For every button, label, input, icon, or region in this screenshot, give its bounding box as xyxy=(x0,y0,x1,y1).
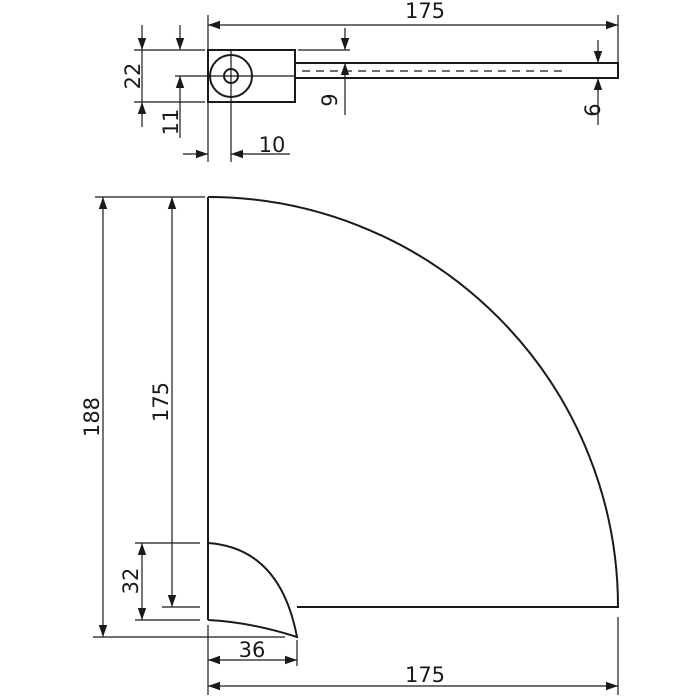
dim-label: 9 xyxy=(318,93,342,106)
bracket-lip xyxy=(207,542,299,639)
dim-label: 11 xyxy=(159,109,183,136)
top-view: 175 22 11 9 6 10 xyxy=(121,0,619,162)
dim-label: 6 xyxy=(581,103,605,116)
shelf-outline xyxy=(207,196,620,608)
dim-label: 175 xyxy=(405,0,445,23)
dim-label: 175 xyxy=(149,382,173,422)
shelf-edge xyxy=(294,62,619,79)
dim-label: 188 xyxy=(80,397,104,437)
dim-label: 22 xyxy=(121,63,145,90)
dim-label: 32 xyxy=(119,568,143,595)
dim-label: 10 xyxy=(259,133,286,157)
front-view: 188 175 32 36 175 xyxy=(80,196,620,695)
dim-label: 36 xyxy=(239,638,266,662)
dim-label: 175 xyxy=(405,663,445,687)
